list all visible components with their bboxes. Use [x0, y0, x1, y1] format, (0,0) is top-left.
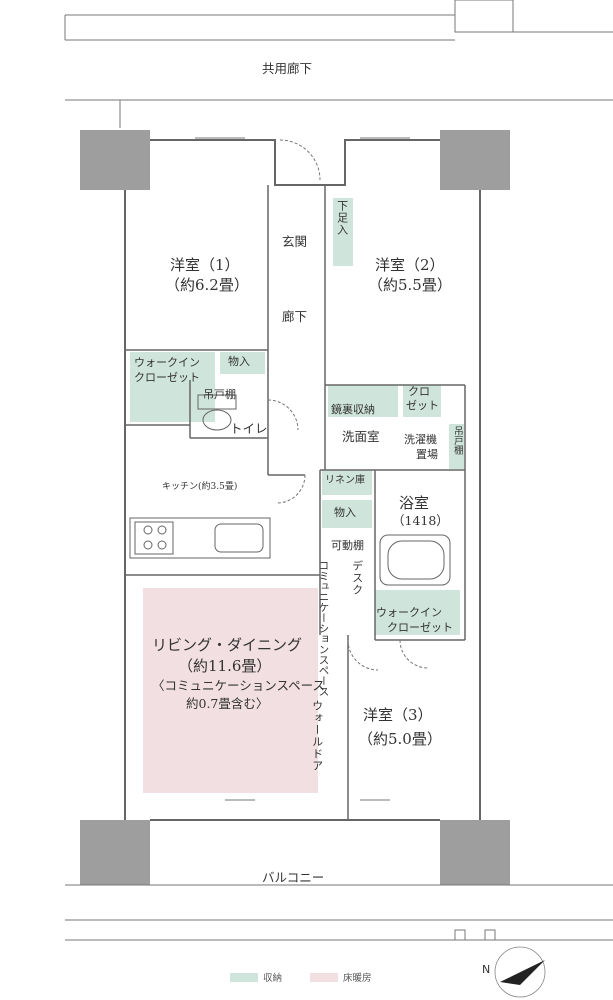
desk-label: デスク	[350, 560, 364, 596]
toilet-fixture	[197, 394, 237, 431]
balcony-frame	[65, 884, 613, 941]
wic2-line2: クローゼット	[387, 621, 453, 634]
ldk-note2: 約0.7畳含む〉	[186, 696, 269, 711]
corridor-label: 共用廊下	[262, 61, 313, 76]
toilet-label: トイレ	[230, 421, 268, 436]
legend-floor-heating-label: 床暖房	[343, 973, 372, 984]
compass-icon	[494, 946, 546, 998]
closet-line1: クロ	[408, 385, 430, 398]
wic2-line1: ウォークイン	[376, 606, 442, 619]
storage1-label: 物入	[228, 355, 250, 368]
bath-size: （1418）	[392, 513, 449, 528]
storage2-label: 物入	[334, 506, 356, 519]
room3-name: 洋室（3）	[363, 706, 433, 724]
outer-walls	[124, 139, 481, 821]
hanging-shelf-label: 吊戸棚	[203, 388, 236, 401]
shoe-box-label: 下足入	[335, 200, 349, 236]
room1-name: 洋室（1）	[170, 256, 240, 274]
legend-storage: 収納	[230, 970, 282, 984]
ldk-size: （約11.6畳）	[178, 657, 272, 675]
structural-pillars	[80, 130, 510, 885]
compass-north-label: N	[482, 963, 491, 976]
mirror-storage-label: 鏡裏収納	[331, 403, 375, 416]
windows	[195, 137, 410, 801]
wic1-line2: クローゼット	[134, 371, 200, 384]
room3-size: （約5.0畳）	[358, 730, 442, 748]
bathtub	[379, 534, 451, 586]
comm-space-label: コミュニケーションスペース	[317, 560, 330, 697]
laundry-line1: 洗濯機	[404, 433, 437, 446]
floor-heating-zone	[143, 588, 318, 793]
corridor-frame	[64, 0, 613, 128]
storage-swatch	[230, 972, 258, 982]
wic1-line1: ウォークイン	[134, 356, 200, 369]
entrance-label: 玄関	[282, 234, 308, 249]
balcony-label: バルコニー	[262, 870, 325, 885]
bath-name: 浴室	[399, 494, 430, 512]
ldk-name: リビング・ダイニング	[152, 636, 303, 654]
washroom-label: 洗面室	[342, 429, 380, 444]
storage-zones	[130, 198, 464, 635]
ldk-note1: 〈コミュニケーションスペース	[152, 678, 326, 693]
legend-storage-label: 収納	[263, 973, 283, 984]
hallway-label: 廊下	[282, 309, 308, 324]
movable-shelf-label: 可動棚	[331, 539, 364, 552]
legend-floor-heating: 床暖房	[310, 970, 372, 984]
wall-door-label: ウォールドア	[310, 700, 324, 772]
room1-size: （約6.2畳）	[165, 276, 249, 294]
kitchen-counter	[129, 517, 271, 559]
linen-label: リネン庫	[325, 475, 365, 486]
interior-walls	[125, 185, 466, 820]
closet-line2: ゼット	[406, 399, 439, 412]
laundry-line2: 置場	[416, 448, 438, 461]
floor-heating-swatch	[310, 972, 338, 982]
door-swings	[267, 139, 429, 671]
room2-name: 洋室（2）	[375, 256, 445, 274]
room2-size: （約5.5畳）	[368, 276, 452, 294]
hanging-shelf2-label: 吊戸棚	[451, 426, 463, 455]
kitchen-label: キッチン(約3.5畳)	[162, 482, 238, 492]
